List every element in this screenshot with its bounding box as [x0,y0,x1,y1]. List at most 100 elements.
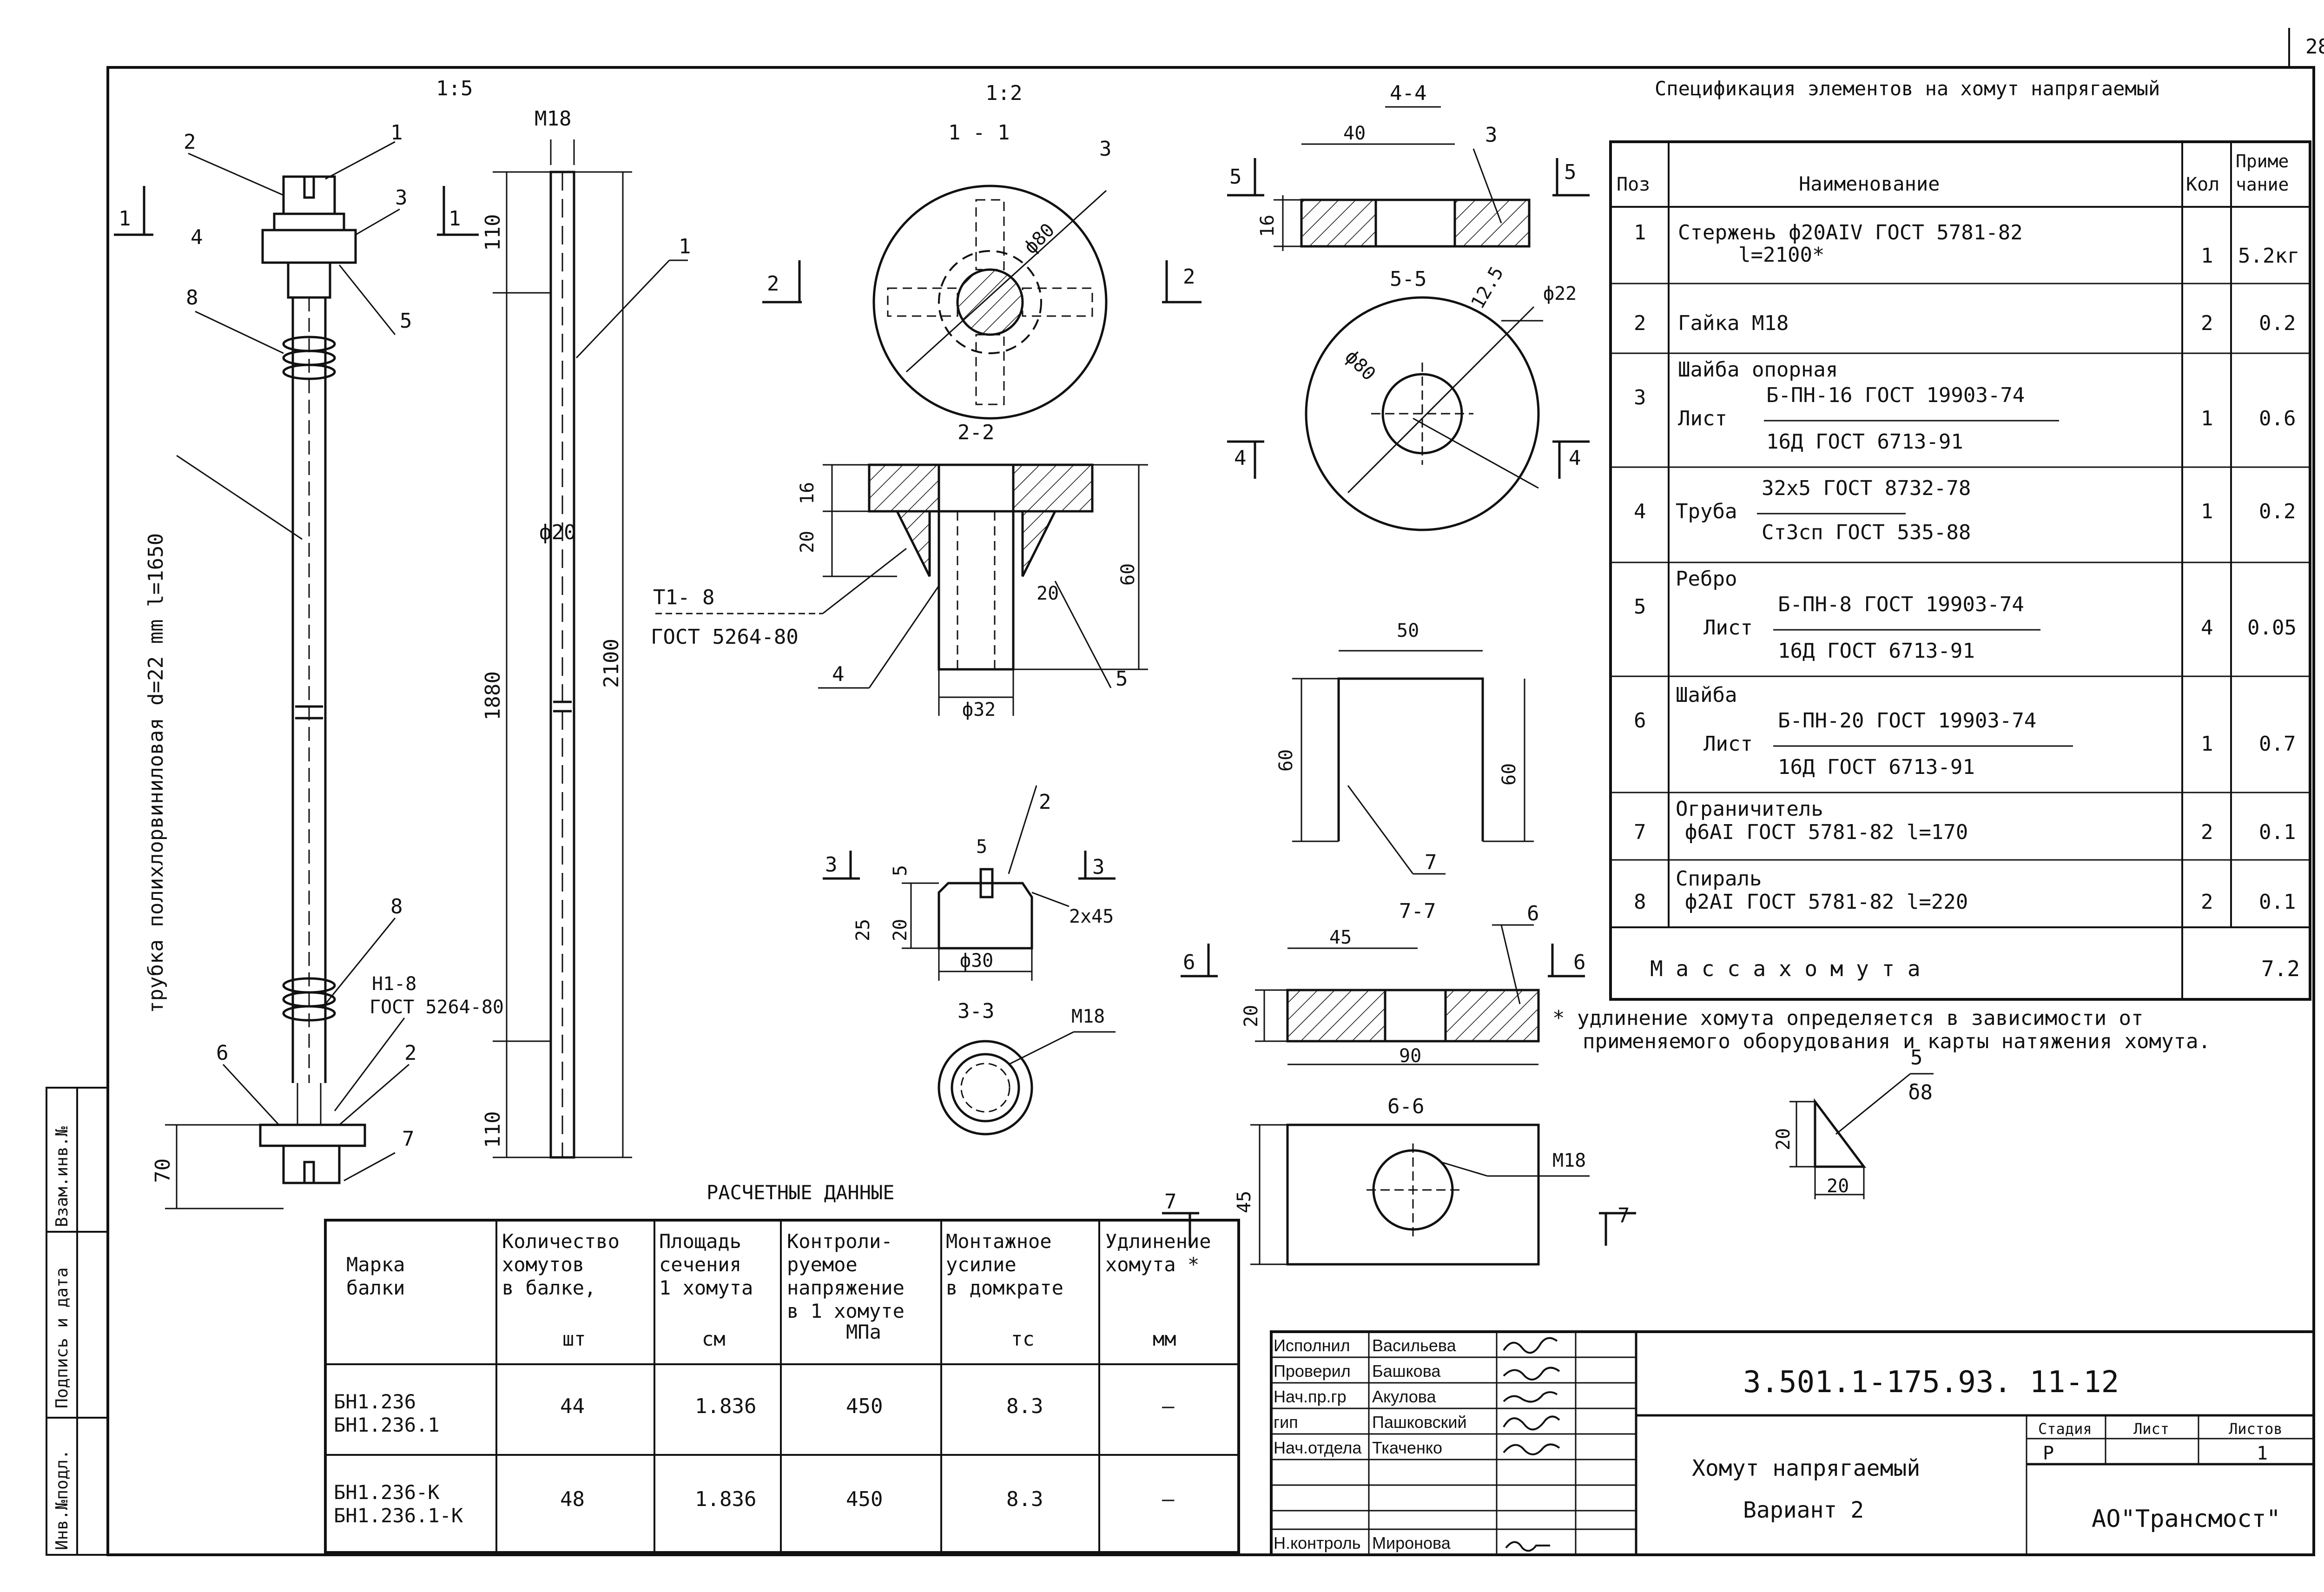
section-1-1-title: 1 - 1 [948,121,1010,145]
role-label: Нач.отдела [1274,1438,1362,1457]
spec-qty: 4 [2201,616,2213,640]
rod-dim-110-top: 110 [481,214,505,251]
nut-chamfer: 2x45 [1069,906,1114,927]
rod-view [493,139,688,1159]
section-6-6-cut-7-right: 7 [1618,1204,1630,1228]
scale-middle: 1:2 [985,81,1022,105]
nut-view [823,785,1116,1136]
section-6-6 [1162,1123,1636,1266]
role-label: Н.контроль [1274,1533,1361,1552]
spec-note: 0.1 [2259,820,2296,844]
spec-name-line: Лист [1703,616,1753,640]
title-code: 3.501.1-175.93. 11-12 [1743,1365,2119,1400]
calc-count: 48 [560,1487,585,1511]
section-4-4-dim-16: 16 [1257,215,1278,237]
footnote-line-2: применяемого оборудования и карты натяже… [1583,1030,2211,1053]
section-2-2-dim-60: 60 [1117,563,1139,586]
spec-pos: 4 [1634,500,1646,523]
spec-name-line: 16Д ГОСТ 6713-91 [1778,639,1975,663]
limiter-dim-60-left: 60 [1275,749,1297,772]
calc-unit-force: тс [1011,1328,1035,1350]
calc-area: 1.836 [695,1487,756,1511]
title-stage-header: Стадия [2038,1420,2092,1438]
calc-header-stress-4: в 1 хомуте [787,1300,905,1322]
spec-note: 5.2кг [2238,244,2299,268]
calc-header-elong-2: хомута * [1105,1253,1199,1276]
spec-row: 1 Стержень ф20АIV ГОСТ 5781-82 l=2100* 1… [1634,221,2299,268]
section-2-2-dim-20b: 20 [1037,583,1059,604]
section-7-7-cut-6-right: 6 [1573,951,1586,974]
section-2-2-d32: ф32 [962,699,996,720]
section-1-1-cut-2-left: 2 [767,272,779,296]
nut-callout-2: 2 [1039,790,1051,814]
spec-pos: 6 [1634,709,1646,733]
spec-name-line: Шайба [1676,683,1737,707]
spec-header-name: Наименование [1799,172,1940,195]
section-5-5-d80: ф80 [1341,346,1380,385]
spec-name-line: Б-ПН-20 ГОСТ 19903-74 [1778,709,2036,733]
role-name: Васильева [1372,1336,1457,1355]
calc-header-count-1: Количество [502,1230,620,1253]
spec-note: 0.6 [2259,407,2296,430]
spec-qty: 1 [2201,500,2213,523]
section-1-1-callout-3: 3 [1099,137,1112,161]
calc-header-area-3: 1 хомута [659,1276,753,1299]
spec-header-qty: Кол [2186,174,2219,195]
calc-header-stress-3: напряжение [787,1276,905,1299]
calc-force: 8.3 [1006,1487,1043,1511]
calc-header-force-3: в домкрате [946,1276,1063,1299]
calc-unit-stress: МПа [846,1321,881,1343]
spec-qty: 2 [2201,820,2213,844]
spec-name-line: 32x5 ГОСТ 8732-78 [1762,476,1971,500]
spec-name-line: ф2АI ГОСТ 5781-82 l=220 [1685,890,1968,914]
section-7-7-dim-45: 45 [1329,927,1352,948]
section-2-2-callout-4: 4 [832,662,845,686]
rib-callout-5: 5 [1910,1046,1923,1070]
calc-header-mark-1: Марка [346,1253,405,1276]
rib-delta8: δ8 [1908,1081,1933,1104]
calc-header-stress-2: руемое [787,1253,858,1276]
spec-name-line: Труба [1676,500,1737,523]
calc-header-area-1: Площадь [659,1230,741,1253]
spec-note: 0.2 [2259,500,2296,523]
assembly-cut-1-left: 1 [119,207,131,231]
spec-header-note1: Приме [2236,151,2289,172]
assembly-callout-7: 7 [402,1127,415,1151]
spec-name-line: Гайка М18 [1678,311,1789,335]
spec-pos: 3 [1634,386,1646,410]
assembly-callout-2-bottom: 2 [404,1041,417,1065]
spec-grid [1609,140,2311,1001]
section-4-4-dim-40: 40 [1343,123,1366,144]
limiter-view [1292,650,1534,875]
weld-t1-standard: ГОСТ 5264-80 [651,625,799,649]
nut-d30: ф30 [960,950,993,971]
section-5-5-cut-4-left: 4 [1234,446,1247,470]
weld-h1-standard: ГОСТ 5264-80 [370,997,504,1018]
side-stamp-inv-orig: Инв.№подл. [53,1449,72,1550]
spec-name-line: Стержень ф20АIV ГОСТ 5781-82 [1678,221,2023,244]
spec-name-line: Шайба опорная [1678,358,1838,382]
spec-name-line: 16Д ГОСТ 6713-91 [1778,755,1975,779]
calc-header-count-2: хомутов [502,1253,584,1276]
title-name-line-1: Хомут напрягаемый [1692,1455,1920,1481]
assembly-callout-1: 1 [390,121,403,145]
role-name: Башкова [1372,1361,1441,1381]
pvc-tube-label: трубка полихлорвиниловая d=22 mm l=1650 [144,533,168,1013]
scale-left: 1:5 [436,77,473,100]
sheet-frame [106,28,2315,1556]
role-label: гип [1274,1413,1298,1432]
calc-unit-elong: мм [1153,1328,1176,1350]
spec-row: 5 Ребро Лист Б-ПН-8 ГОСТ 19903-74 16Д ГО… [1634,567,2297,663]
rod-dim-110-bottom: 110 [481,1111,505,1148]
section-7-7-callout-6: 6 [1527,902,1539,925]
spec-pos: 1 [1634,221,1646,244]
rod-dim-1880: 1880 [481,671,505,720]
assembly-callout-4: 4 [191,225,203,249]
section-1-1 [762,185,1202,420]
rod-thread: M18 [535,107,571,131]
section-4-4-cut-5-right: 5 [1564,160,1577,184]
spec-name-line: Лист [1678,407,1727,430]
calc-header-force-2: усилие [946,1253,1017,1276]
